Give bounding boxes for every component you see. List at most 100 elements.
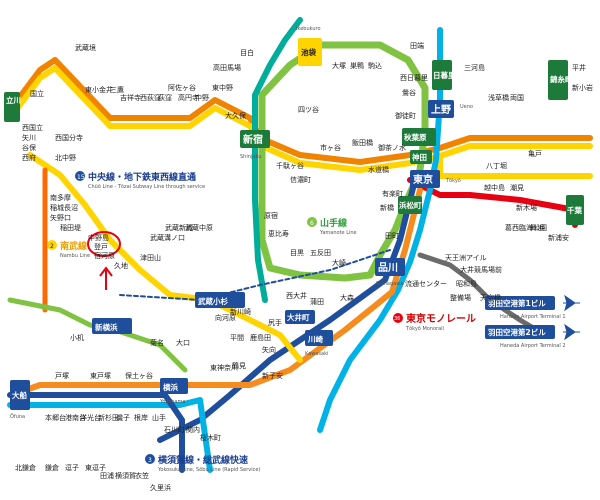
station-label[interactable]: 大久保 [225,111,246,120]
station-label[interactable]: 向河原 [215,313,236,322]
station-label[interactable]: 西日暮里 [400,73,428,82]
station-label[interactable]: 三河島 [464,63,485,72]
station-label[interactable]: 矢川 [22,133,36,142]
station-label[interactable]: 久地 [114,261,128,270]
station-label[interactable]: 亀戸 [528,149,542,158]
station-label[interactable]: 越中島 [484,183,505,192]
station-label[interactable]: 平井 [572,63,586,72]
station-label[interactable]: 西大井 [286,291,307,300]
station-label[interactable]: 東逗子 [85,463,106,472]
station-label[interactable]: 舞浜 [530,223,544,232]
station-label[interactable]: 新橋 [380,203,394,212]
hub-akihabara[interactable]: 秋葉原 [402,128,436,146]
station-label[interactable]: 久里浜 [150,483,171,492]
station-label[interactable]: 昭和島 [456,279,477,288]
station-label[interactable]: 千駄ヶ谷 [276,161,304,170]
station-label[interactable]: 飯田橋 [352,138,373,147]
station-label[interactable]: 武蔵境 [75,43,96,52]
station-label[interactable]: 大井競馬場前 [460,265,502,274]
station-label[interactable]: 谷保 [22,143,36,152]
station-label[interactable]: 四ツ谷 [298,105,319,114]
hub-kawasaki[interactable]: 川崎 [305,330,333,346]
hub-kanda[interactable]: 神田 [410,150,432,164]
station-label[interactable]: 東神奈川 [210,363,238,372]
station-label[interactable]: 新子安 [262,371,283,380]
station-label[interactable]: 国立 [30,89,44,98]
station-haneda-1[interactable]: 羽田空港第1ビル [485,296,555,310]
station-label[interactable]: 五反田 [310,248,331,257]
station-label[interactable]: 新木場 [516,203,537,212]
station-label[interactable]: 駒込 [368,61,382,70]
station-label[interactable]: 横須賀 [115,471,136,480]
hub-musashikosugi[interactable]: 武蔵小杉 [195,292,245,308]
station-label[interactable]: 高円寺 [178,93,199,102]
hub-tachikawa[interactable]: 立川 [4,92,21,122]
hub-hamamatsucho[interactable]: 浜松町 [398,196,422,214]
station-label[interactable]: 吉祥寺 [120,93,141,102]
station-label[interactable]: 田端 [410,41,424,50]
station-label[interactable]: 大崎 [332,258,346,267]
station-label[interactable]: 衣笠 [135,471,149,480]
station-label[interactable]: 西府 [22,153,36,162]
station-label[interactable]: 西荻窪 [140,93,161,102]
station-label[interactable]: 平間 [230,334,244,342]
station-label[interactable]: 保土ヶ谷 [125,371,153,380]
station-label[interactable]: 巣鴨 [350,61,364,70]
hub-chiba[interactable]: 千葉 [566,195,584,225]
station-label[interactable]: 桜木町 [200,433,221,442]
station-label[interactable]: 市ヶ谷 [320,143,341,152]
station-label[interactable]: 中野島 [88,233,109,242]
hub-kinshicho[interactable]: 錦糸町 [548,60,573,100]
station-label[interactable]: 磯子 [116,413,130,422]
station-label[interactable]: 有楽町 [382,189,403,198]
station-label[interactable]: 三鷹 [110,85,124,94]
station-label[interactable]: 矢向 [262,345,276,354]
hub-yokohama[interactable]: 横浜 [160,378,188,394]
hub-shinyokohama[interactable]: 新横浜 [92,318,132,334]
station-label[interactable]: 高田馬場 [213,63,241,72]
station-label[interactable]: 大森 [340,293,354,302]
station-label[interactable]: 小机 [70,333,84,342]
station-label[interactable]: 新小岩 [572,83,593,92]
station-label[interactable]: 戸塚 [55,371,69,380]
station-label[interactable]: 武蔵溝ノ口 [150,233,185,242]
station-label[interactable]: 浅草橋 [488,93,509,102]
station-label[interactable]: 東中野 [212,83,233,92]
station-label[interactable]: 鶴見 [232,361,246,370]
station-label[interactable]: 宿河原 [94,251,115,260]
station-label[interactable]: 洋光台 [80,413,101,422]
station-label[interactable]: 港南台 [65,413,86,422]
station-label[interactable]: 原宿 [264,211,278,220]
station-label[interactable]: 恵比寿 [268,229,289,238]
station-label[interactable]: 水道橋 [368,165,389,174]
station-label[interactable]: 両国 [510,94,524,102]
hub-nippori[interactable]: 日暮里 [432,60,456,90]
station-label[interactable]: 天王洲アイル [445,254,487,262]
station-label[interactable]: 本郷台 [45,413,66,422]
station-label[interactable]: 流通センター [405,279,447,288]
station-label[interactable]: 新杉田 [98,413,119,422]
station-label[interactable]: 新浦安 [548,233,569,242]
station-label[interactable]: 西国立 [22,123,43,132]
hub-shinagawa[interactable]: 品川 [375,258,405,276]
station-label[interactable]: 整備場 [450,293,471,302]
station-label[interactable]: 大口 [176,338,190,347]
station-label[interactable]: 中野 [195,93,209,102]
station-label[interactable]: 鎌倉 [45,463,59,472]
station-label[interactable]: 尻手 [268,318,282,327]
station-label[interactable]: 信濃町 [290,175,311,184]
station-label[interactable]: 八丁堀 [486,161,507,170]
station-label[interactable]: 東戸塚 [90,371,111,380]
station-label[interactable]: 山手 [152,413,166,422]
station-label[interactable]: 阿佐ヶ谷 [168,83,196,92]
station-label[interactable]: 武蔵新城 [165,223,193,232]
hub-oimachi[interactable]: 大井町 [285,310,315,324]
station-label[interactable]: 武蔵中原 [185,223,213,232]
station-label[interactable]: 北鎌倉 [15,463,36,472]
station-label[interactable]: 根岸 [134,413,148,422]
station-label[interactable]: 荻窪 [158,93,172,102]
station-label[interactable]: 蒲田 [310,297,324,306]
station-label[interactable]: 天空橋 [480,293,501,302]
station-label[interactable]: 目白 [240,48,254,57]
station-label[interactable]: 鶯谷 [402,88,416,97]
